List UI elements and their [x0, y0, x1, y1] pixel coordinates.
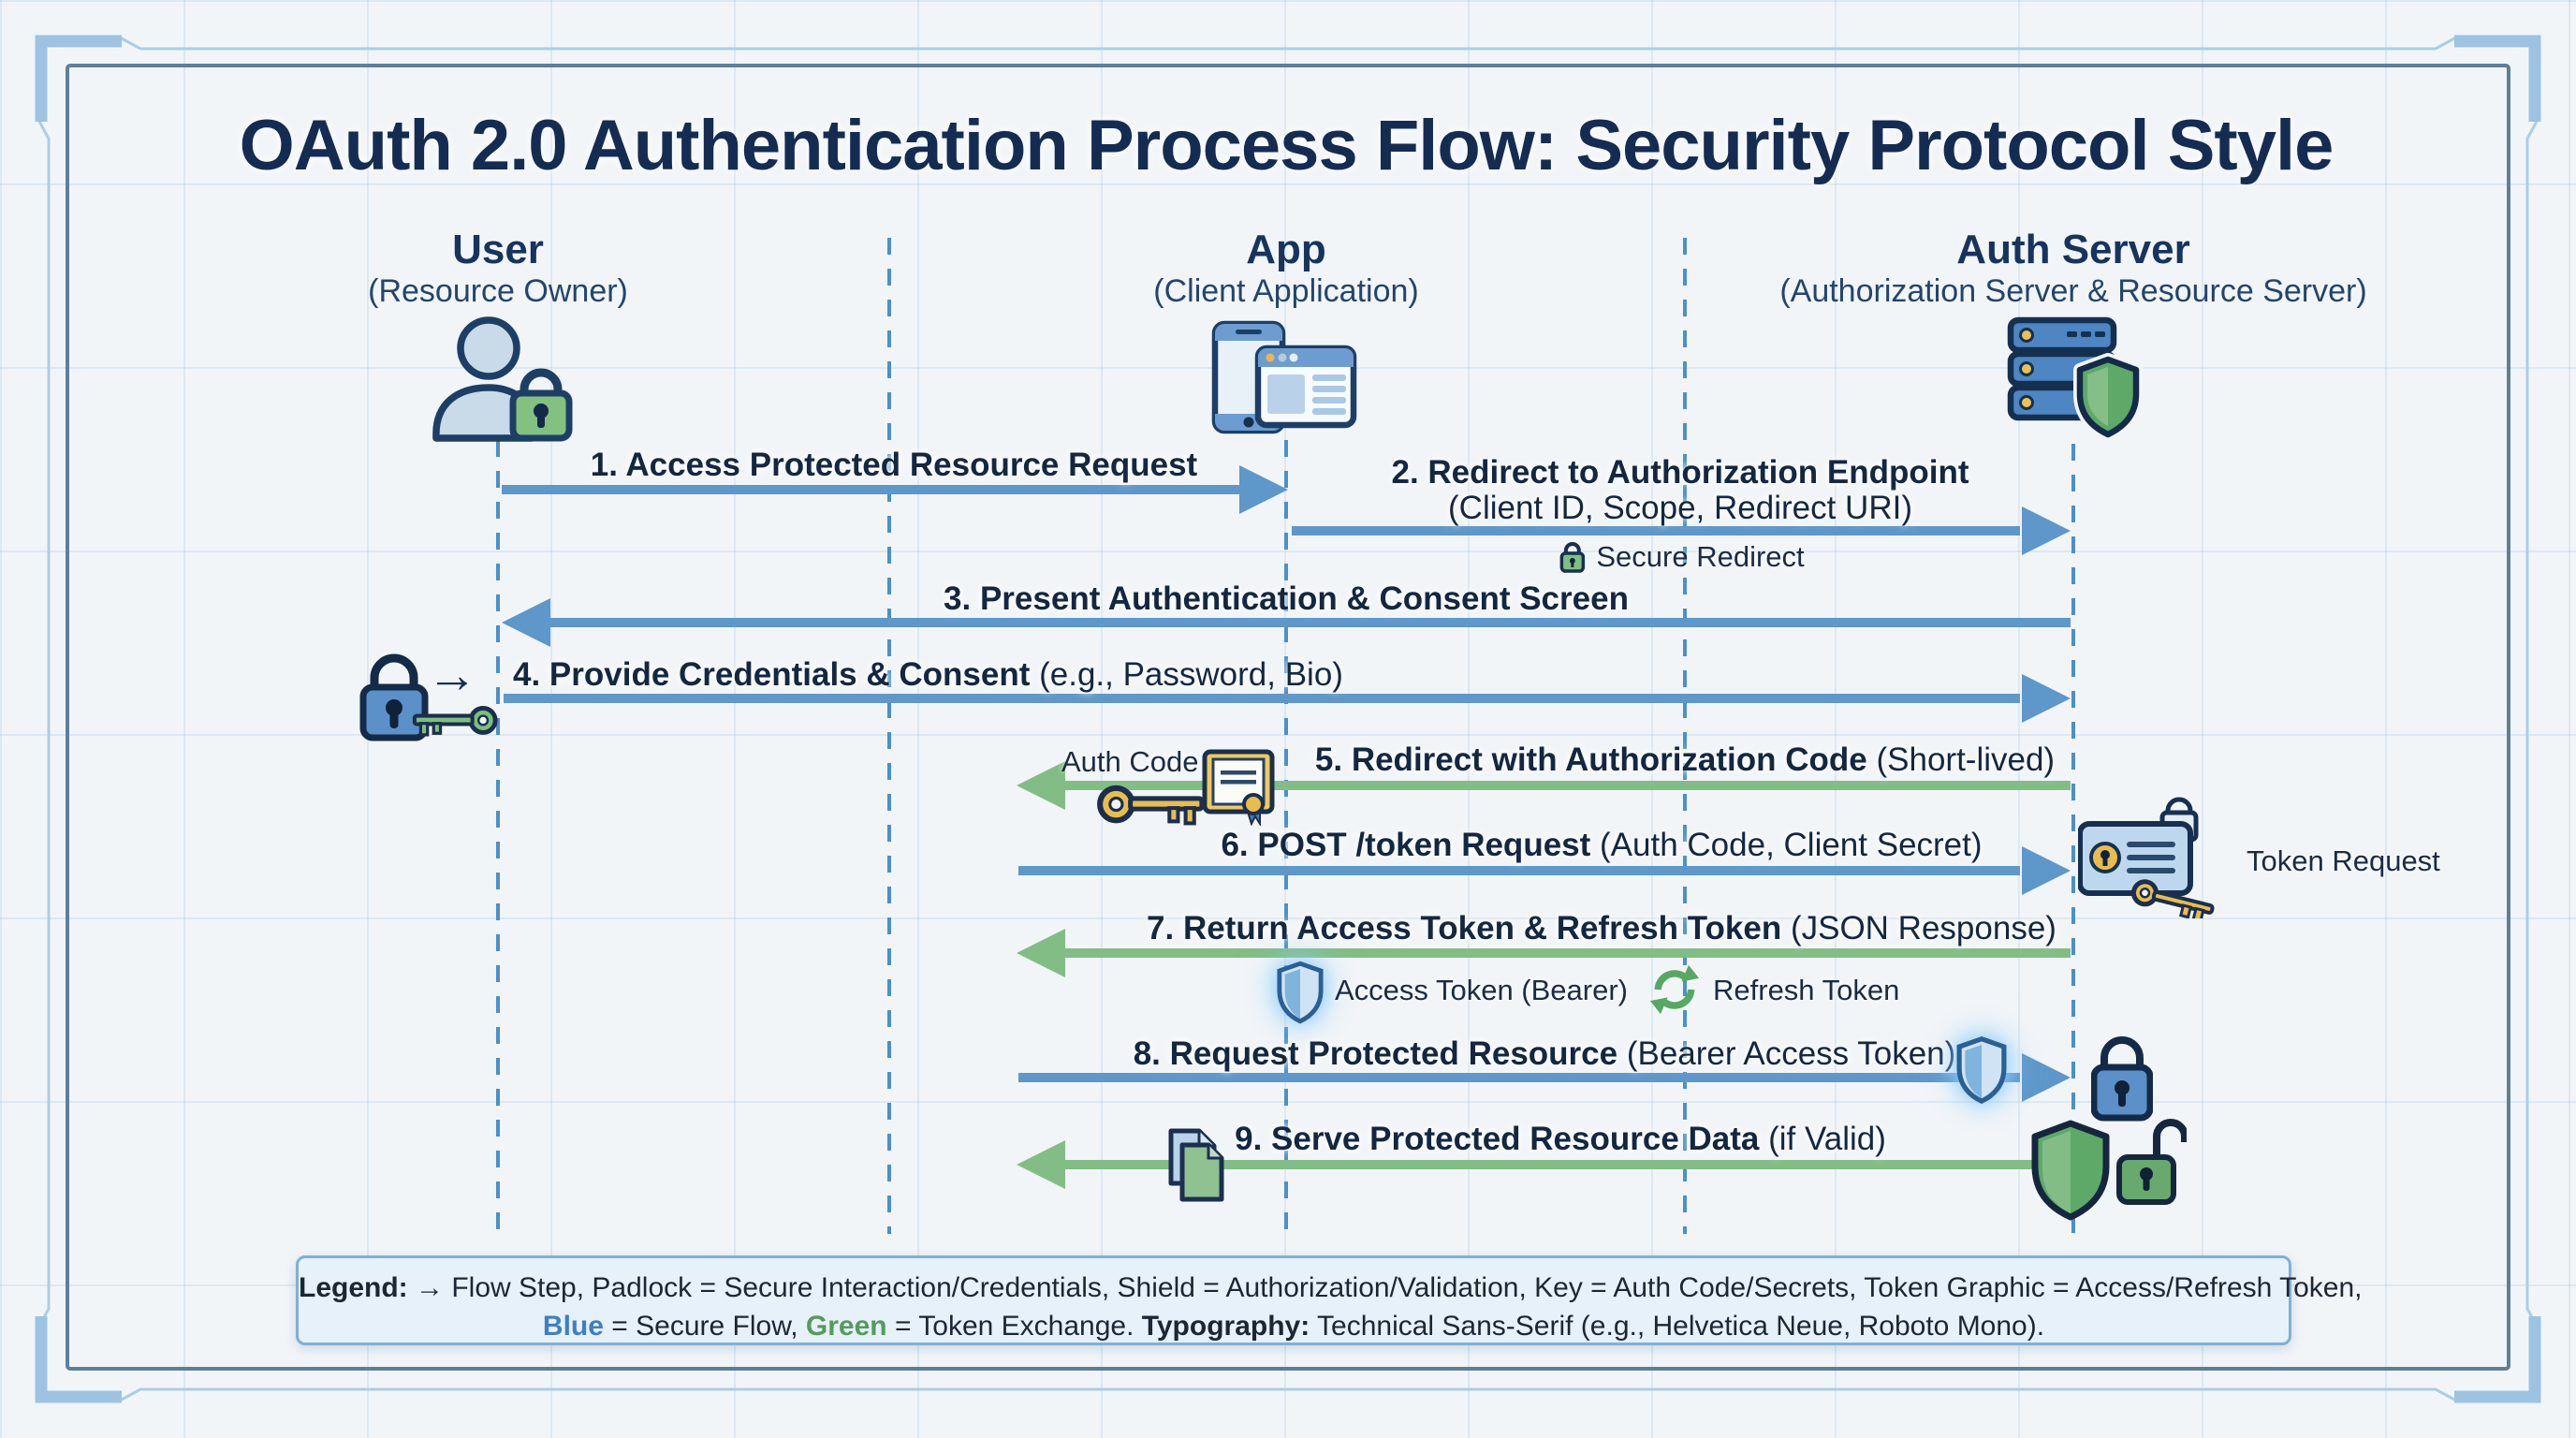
step-7-text: 7. Return Access Token & Refresh Token	[1147, 910, 1782, 946]
step-1-label: 1. Access Protected Resource Request	[591, 447, 1197, 484]
legend-after-green: = Token Exchange.	[894, 1311, 1134, 1342]
certificate-icon	[1202, 749, 1275, 826]
legend-line-1: Legend: → Flow Step, Padlock = Secure In…	[299, 1269, 2363, 1307]
access-token-text: Access Token (Bearer)	[1335, 974, 1628, 1006]
step-6-label: 6. POST /token Request (Auth Code, Clien…	[1221, 827, 1982, 864]
refresh-token-icon	[1649, 964, 1700, 1015]
auth-server-icon	[2007, 316, 2143, 441]
step-4-text: 4. Provide Credentials & Consent	[513, 656, 1031, 693]
step-7-label: 7. Return Access Token & Refresh Token (…	[1147, 910, 2056, 947]
participant-user-name: User	[452, 227, 544, 272]
arrow-step-8	[1018, 1053, 2071, 1102]
participant-auth-server-name: Auth Server	[1956, 227, 2190, 272]
resource-documents-icon	[1168, 1128, 1224, 1202]
unlocked-padlock-icon	[2116, 1119, 2187, 1205]
app-icon	[1211, 320, 1357, 434]
step-9-text: 9. Serve Protected Resource Data	[1235, 1121, 1760, 1157]
legend-line-2: Blue = Secure Flow, Green = Token Exchan…	[299, 1307, 2289, 1345]
step-2-text: 2. Redirect to Authorization Endpoint	[1391, 454, 1969, 491]
secure-redirect-text: Secure Redirect	[1596, 540, 1805, 573]
step-5-detail: (Short-lived)	[1876, 741, 2056, 778]
step-8-text: 8. Request Protected Resource	[1133, 1035, 1618, 1072]
step-2-label: 2. Redirect to Authorization Endpoint (C…	[1391, 455, 1969, 526]
access-token-shield-icon	[1277, 961, 1324, 1024]
step-1-text: 1. Access Protected Resource Request	[590, 447, 1198, 483]
step-5-label: 5. Redirect with Authorization Code (Sho…	[1315, 741, 2055, 779]
step-9-label: 9. Serve Protected Resource Data (if Val…	[1235, 1121, 1886, 1158]
auth-code-key-icon	[1097, 785, 1205, 826]
legend-typography-heading: Typography:	[1141, 1311, 1310, 1342]
legend-green-word: Green	[805, 1311, 887, 1342]
step-3-label: 3. Present Authentication & Consent Scre…	[944, 580, 1629, 618]
participant-app: App (Client Application)	[1153, 227, 1418, 310]
legend-blue-word: Blue	[542, 1311, 604, 1342]
legend-after-blue: = Secure Flow,	[611, 1311, 798, 1342]
credentials-arrow-icon: →	[427, 647, 477, 703]
participant-app-name: App	[1246, 227, 1326, 272]
padlock-icon	[1559, 542, 1586, 573]
participant-user-subtitle: (Resource Owner)	[368, 273, 628, 309]
page-title: OAuth 2.0 Authentication Process Flow: S…	[239, 106, 2334, 185]
user-icon	[432, 316, 573, 442]
legend-line-1-text: → Flow Step, Padlock = Secure Interactio…	[416, 1272, 2363, 1303]
step-3-text: 3. Present Authentication & Consent Scre…	[944, 580, 1629, 617]
step-8-detail: (Bearer Access Token)	[1626, 1035, 1956, 1072]
step-5-text: 5. Redirect with Authorization Code	[1314, 741, 1867, 778]
step-6-detail: (Auth Code, Client Secret)	[1600, 827, 1983, 863]
bearer-shield-icon	[1956, 1035, 2007, 1105]
step-6-text: 6. POST /token Request	[1221, 827, 1591, 863]
step-9-detail: (if Valid)	[1768, 1121, 1886, 1157]
arrow-step-9	[1017, 1140, 2071, 1189]
step-4-detail: (e.g., Password, Bio)	[1039, 656, 1343, 693]
validation-shield-icon	[2031, 1120, 2110, 1221]
token-request-text: Token Request	[2247, 844, 2440, 877]
arrow-step-7	[1017, 929, 2071, 977]
credentials-padlock-icon	[359, 653, 429, 741]
secure-redirect-note: Secure Redirect	[1559, 539, 1805, 575]
arrow-step-4	[504, 674, 2071, 723]
arrow-step-6	[1018, 846, 2071, 895]
legend-heading: Legend:	[299, 1272, 408, 1303]
legend-typography-text: Technical Sans-Serif (e.g., Helvetica Ne…	[1317, 1311, 2045, 1342]
participant-auth-server-subtitle: (Authorization Server & Resource Server)	[1779, 273, 2367, 309]
participant-auth-server: Auth Server (Authorization Server & Reso…	[1779, 227, 2366, 310]
step-7-detail: (JSON Response)	[1790, 910, 2056, 946]
arrow-step-1	[502, 465, 1288, 514]
participant-user: User (Resource Owner)	[368, 227, 628, 310]
step-2-detail: (Client ID, Scope, Redirect URI)	[1448, 490, 1912, 526]
step-8-label: 8. Request Protected Resource (Bearer Ac…	[1134, 1035, 1956, 1073]
token-graphic-icon	[2078, 797, 2215, 918]
refresh-token-text: Refresh Token	[1713, 974, 1900, 1006]
protected-resource-padlock-icon	[2091, 1036, 2153, 1122]
credentials-key-icon	[412, 705, 498, 737]
legend: Legend: → Flow Step, Padlock = Secure In…	[296, 1255, 2363, 1345]
step-4-label: 4. Provide Credentials & Consent (e.g., …	[513, 656, 1343, 694]
participant-app-subtitle: (Client Application)	[1153, 273, 1419, 309]
arrow-step-2	[1292, 506, 2071, 555]
arrow-step-3	[502, 598, 2071, 647]
auth-code-text: Auth Code	[1061, 745, 1199, 778]
